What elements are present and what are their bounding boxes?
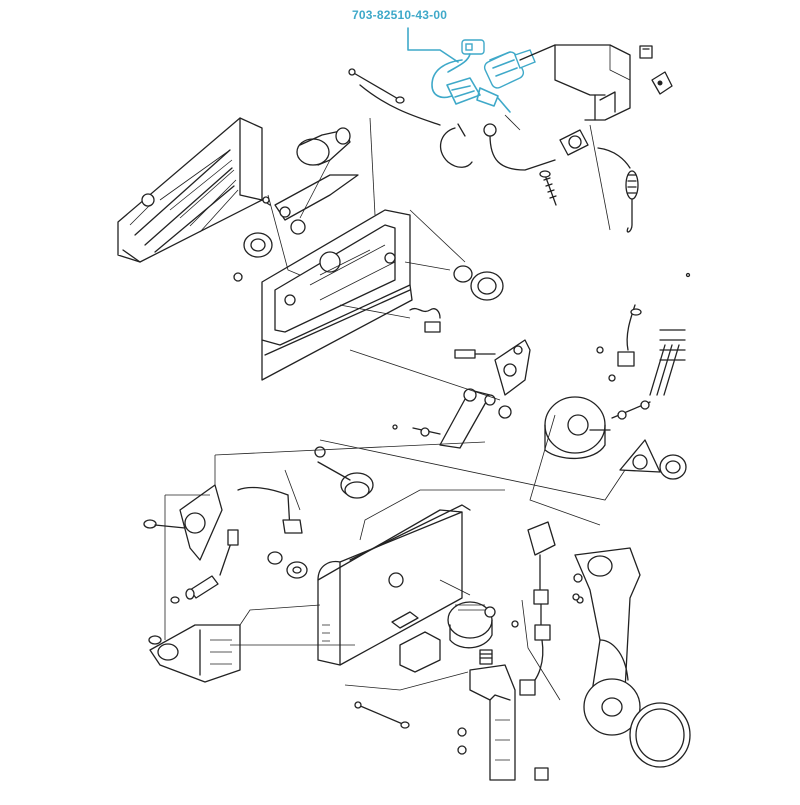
grille-panel xyxy=(117,117,263,263)
lanyard-cord xyxy=(597,147,639,233)
assembly-guide-lines xyxy=(164,114,626,701)
shift-lever-bottom xyxy=(469,649,516,781)
screw-right xyxy=(611,400,651,420)
tiny-fasteners xyxy=(233,196,691,628)
lever-arm xyxy=(261,174,359,235)
detent-wheel xyxy=(447,601,496,649)
base-plate xyxy=(148,624,241,683)
part-number-callout[interactable]: 703-82510-43-00 xyxy=(352,8,448,22)
roller-spool xyxy=(314,446,374,499)
square-clip xyxy=(391,611,441,673)
lower-left-bracket xyxy=(143,484,223,561)
screw xyxy=(539,170,557,206)
link-rod xyxy=(219,486,303,576)
upper-housing-outline xyxy=(519,44,631,121)
small-bolts-bottom xyxy=(457,727,549,781)
middle-plate xyxy=(261,209,413,381)
control-box-housing xyxy=(317,504,471,666)
gasket-ring xyxy=(243,232,273,258)
grommet xyxy=(659,454,687,480)
cam-plate xyxy=(498,396,611,460)
clip-bracket xyxy=(639,45,653,59)
bushing xyxy=(296,127,351,166)
throttle-arm xyxy=(412,388,496,449)
ring-gear xyxy=(453,265,504,301)
shift-bracket xyxy=(454,339,531,396)
triangle-bushing xyxy=(619,439,661,473)
callout-leader-line xyxy=(407,27,459,63)
long-bolt xyxy=(354,701,410,729)
neutral-switch-harness xyxy=(519,521,556,696)
small-connector xyxy=(651,71,673,95)
pin-cylinder xyxy=(170,575,219,604)
cable-rod xyxy=(348,68,441,126)
wire-harness-right xyxy=(617,304,686,396)
washers xyxy=(267,551,308,579)
highlighted-switch-harness[interactable] xyxy=(431,39,536,113)
circlip xyxy=(439,123,473,168)
remote-control-handle xyxy=(573,547,691,768)
spring-small xyxy=(409,307,441,333)
wire-connector xyxy=(483,123,589,171)
